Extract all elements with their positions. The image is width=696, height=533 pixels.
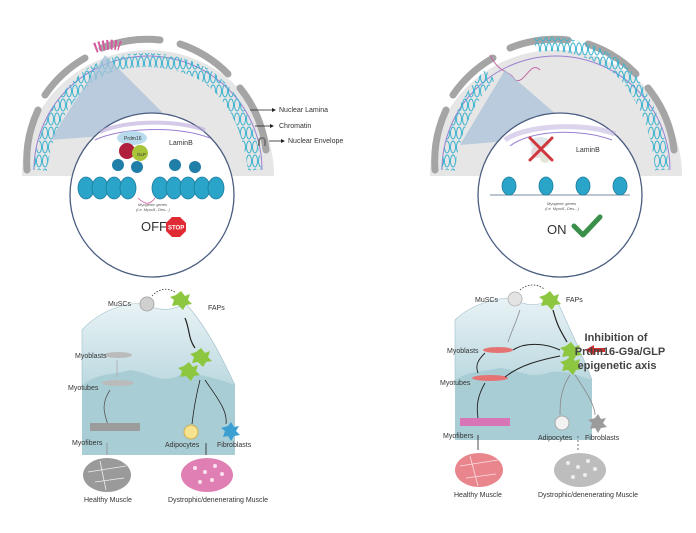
myotubes-label: Myotubes xyxy=(68,385,99,392)
chromatin-fiber xyxy=(33,53,262,171)
faps-label-right: FAPs xyxy=(566,297,583,304)
healthy-muscle-tissue xyxy=(83,458,131,492)
nuclear-lamina-label: Nuclear Lamina xyxy=(279,107,328,114)
inhibition-label-1: Inhibition of xyxy=(585,332,648,344)
callout-nuclear-envelope: Nuclear Envelope xyxy=(258,137,343,146)
laminb-label-right: LaminB xyxy=(576,147,600,154)
histone-tails xyxy=(112,159,201,173)
chromatin-label: Chromatin xyxy=(279,123,311,130)
fibroblasts-label: Fibroblasts xyxy=(217,442,252,449)
musc-cell-right xyxy=(507,291,523,307)
open-nucleosomes xyxy=(501,176,628,196)
niche-back xyxy=(81,302,236,386)
myoblasts-label-right: Myoblasts xyxy=(447,348,479,355)
chromatin-fiber-right xyxy=(441,70,496,171)
myofibers-label-right: Myofibers xyxy=(443,433,474,440)
checkmark-icon xyxy=(571,214,603,238)
glp-protein xyxy=(132,145,148,161)
myoblasts-label: Myoblasts xyxy=(75,353,107,360)
glp-label: GLP xyxy=(137,152,146,157)
myotube-cell xyxy=(102,380,134,386)
callout-nuclear-lamina: Nuclear Lamina xyxy=(250,107,328,114)
musc-label-right: MuSCs xyxy=(475,297,498,304)
fap-cell xyxy=(170,291,212,381)
dystrophic-muscle-tissue xyxy=(181,458,233,492)
healthy-muscle-tissue-right xyxy=(455,453,503,487)
prdm16-protein xyxy=(117,131,147,145)
laminb-label: LaminB xyxy=(169,140,193,147)
dystrophic-muscle-label-right: Dystrophic/denenerating Muscle xyxy=(538,492,638,499)
myogenic-genes-examples-right: (i.e. Myod1, Des...) xyxy=(545,206,579,211)
myotube-cell-right xyxy=(472,375,508,381)
myotubes-label-right: Myotubes xyxy=(440,380,471,387)
inset-circle-on: LaminB Myogenic genes (i.e. Myod1, Des..… xyxy=(477,112,643,278)
fibroblasts-label-right: Fibroblasts xyxy=(585,435,620,442)
faps-label: FAPs xyxy=(208,305,225,312)
healthy-muscle-label-right: Healthy Muscle xyxy=(454,492,502,499)
gene-state-off: OFF xyxy=(141,219,167,234)
fibroblast-cell-right xyxy=(588,414,607,433)
myoblast-cell-right xyxy=(483,347,513,353)
myoblast-cell xyxy=(104,352,132,358)
inhibition-label-3: epigenetic axis xyxy=(578,360,657,372)
callout-chromatin: Chromatin xyxy=(255,123,311,130)
myogenic-genes-label-right: Myogenic genes xyxy=(547,201,576,206)
gene-state-on: ON xyxy=(547,222,567,237)
adipocytes-label: Adipocytes xyxy=(165,442,200,449)
nuclear-envelope-label: Nuclear Envelope xyxy=(288,138,343,145)
musc-label: MuSCs xyxy=(108,301,131,308)
niche-panel-dystrophic: MuSCs FAPs Myoblasts Myotubes Myofibers … xyxy=(68,288,268,504)
myofiber-right xyxy=(460,418,510,426)
crossed-out-icon xyxy=(528,136,554,162)
myofiber xyxy=(90,423,140,431)
adipocytes-label-right: Adipocytes xyxy=(538,435,573,442)
inset-circle-off: Prdm16 GLP LaminB Myogenic genes (i.e. M… xyxy=(69,112,235,278)
stop-sign-icon: STOP xyxy=(166,217,186,237)
nucleosome-array xyxy=(77,176,225,200)
fibroblast-cell xyxy=(221,422,240,441)
niche-panel-inhibited: MuSCs FAPs Myoblasts Myotubes Inhibition… xyxy=(440,284,665,499)
musc-cell xyxy=(139,296,155,312)
fap-cells-right xyxy=(539,291,582,375)
myofibers-label: Myofibers xyxy=(72,440,103,447)
myogenic-genes-examples: (i.e. Myod1, Des...) xyxy=(136,207,170,212)
dystrophic-muscle-label: Dystrophic/denenerating Muscle xyxy=(168,497,268,504)
prdm16-label: Prdm16 xyxy=(124,136,142,142)
myogenic-genes-label: Myogenic genes xyxy=(138,202,167,207)
healthy-muscle-label: Healthy Muscle xyxy=(84,497,132,504)
adipocyte-cell-right xyxy=(554,415,570,431)
inhibition-arrow xyxy=(585,345,605,355)
nucleus-panel-off: Nuclear Lamina Chromatin Nuclear Envelop… xyxy=(22,35,343,278)
g9a-protein xyxy=(119,143,135,159)
dystrophic-muscle-tissue-right xyxy=(554,453,606,487)
adipocyte-cell xyxy=(183,424,199,440)
inhibition-label-2: Prdm16-G9a/GLP xyxy=(575,346,665,358)
nucleus-panel-on: LaminB Myogenic genes (i.e. Myod1, Des..… xyxy=(430,35,682,278)
stop-label: STOP xyxy=(168,226,184,232)
